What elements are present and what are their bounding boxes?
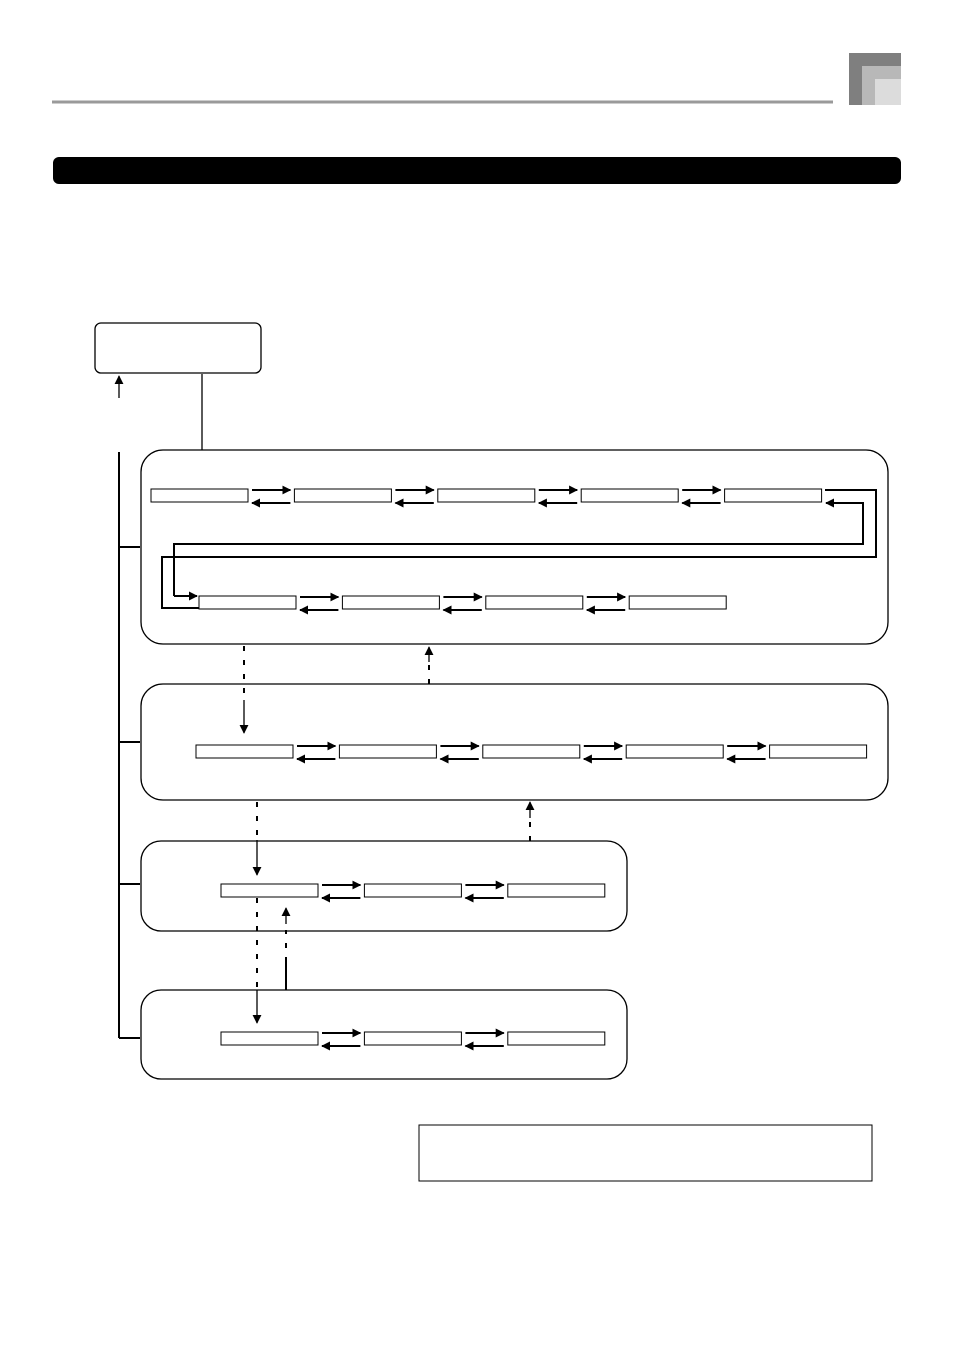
flow-cell [150, 488, 249, 503]
flow-cell [437, 488, 536, 503]
flow-cell [625, 744, 724, 759]
flow-cell [220, 883, 319, 898]
flow-cell [769, 744, 868, 759]
flow-cell [293, 488, 392, 503]
flow-rows [150, 485, 868, 1051]
flow-cell [220, 1031, 319, 1046]
group-panel-1 [140, 449, 889, 645]
flow-cell [580, 488, 679, 503]
flow-cell [507, 1031, 606, 1046]
flow-cell [724, 488, 823, 503]
flow-cell [482, 744, 581, 759]
left-bracket [118, 452, 140, 1039]
flow-cell [485, 595, 584, 610]
flow-cell [363, 883, 462, 898]
section-title-bar [53, 157, 901, 184]
flow-cell [341, 595, 440, 610]
corner-tab [849, 53, 901, 105]
start-box [94, 322, 262, 374]
wrap-connector [161, 489, 877, 609]
flow-cell [363, 1031, 462, 1046]
flow-cell [338, 744, 437, 759]
group-panel-2 [140, 683, 889, 801]
flow-cell [198, 595, 297, 610]
flow-cell [628, 595, 727, 610]
flow-cell [195, 744, 294, 759]
flow-cell [507, 883, 606, 898]
note-box [418, 1124, 873, 1182]
